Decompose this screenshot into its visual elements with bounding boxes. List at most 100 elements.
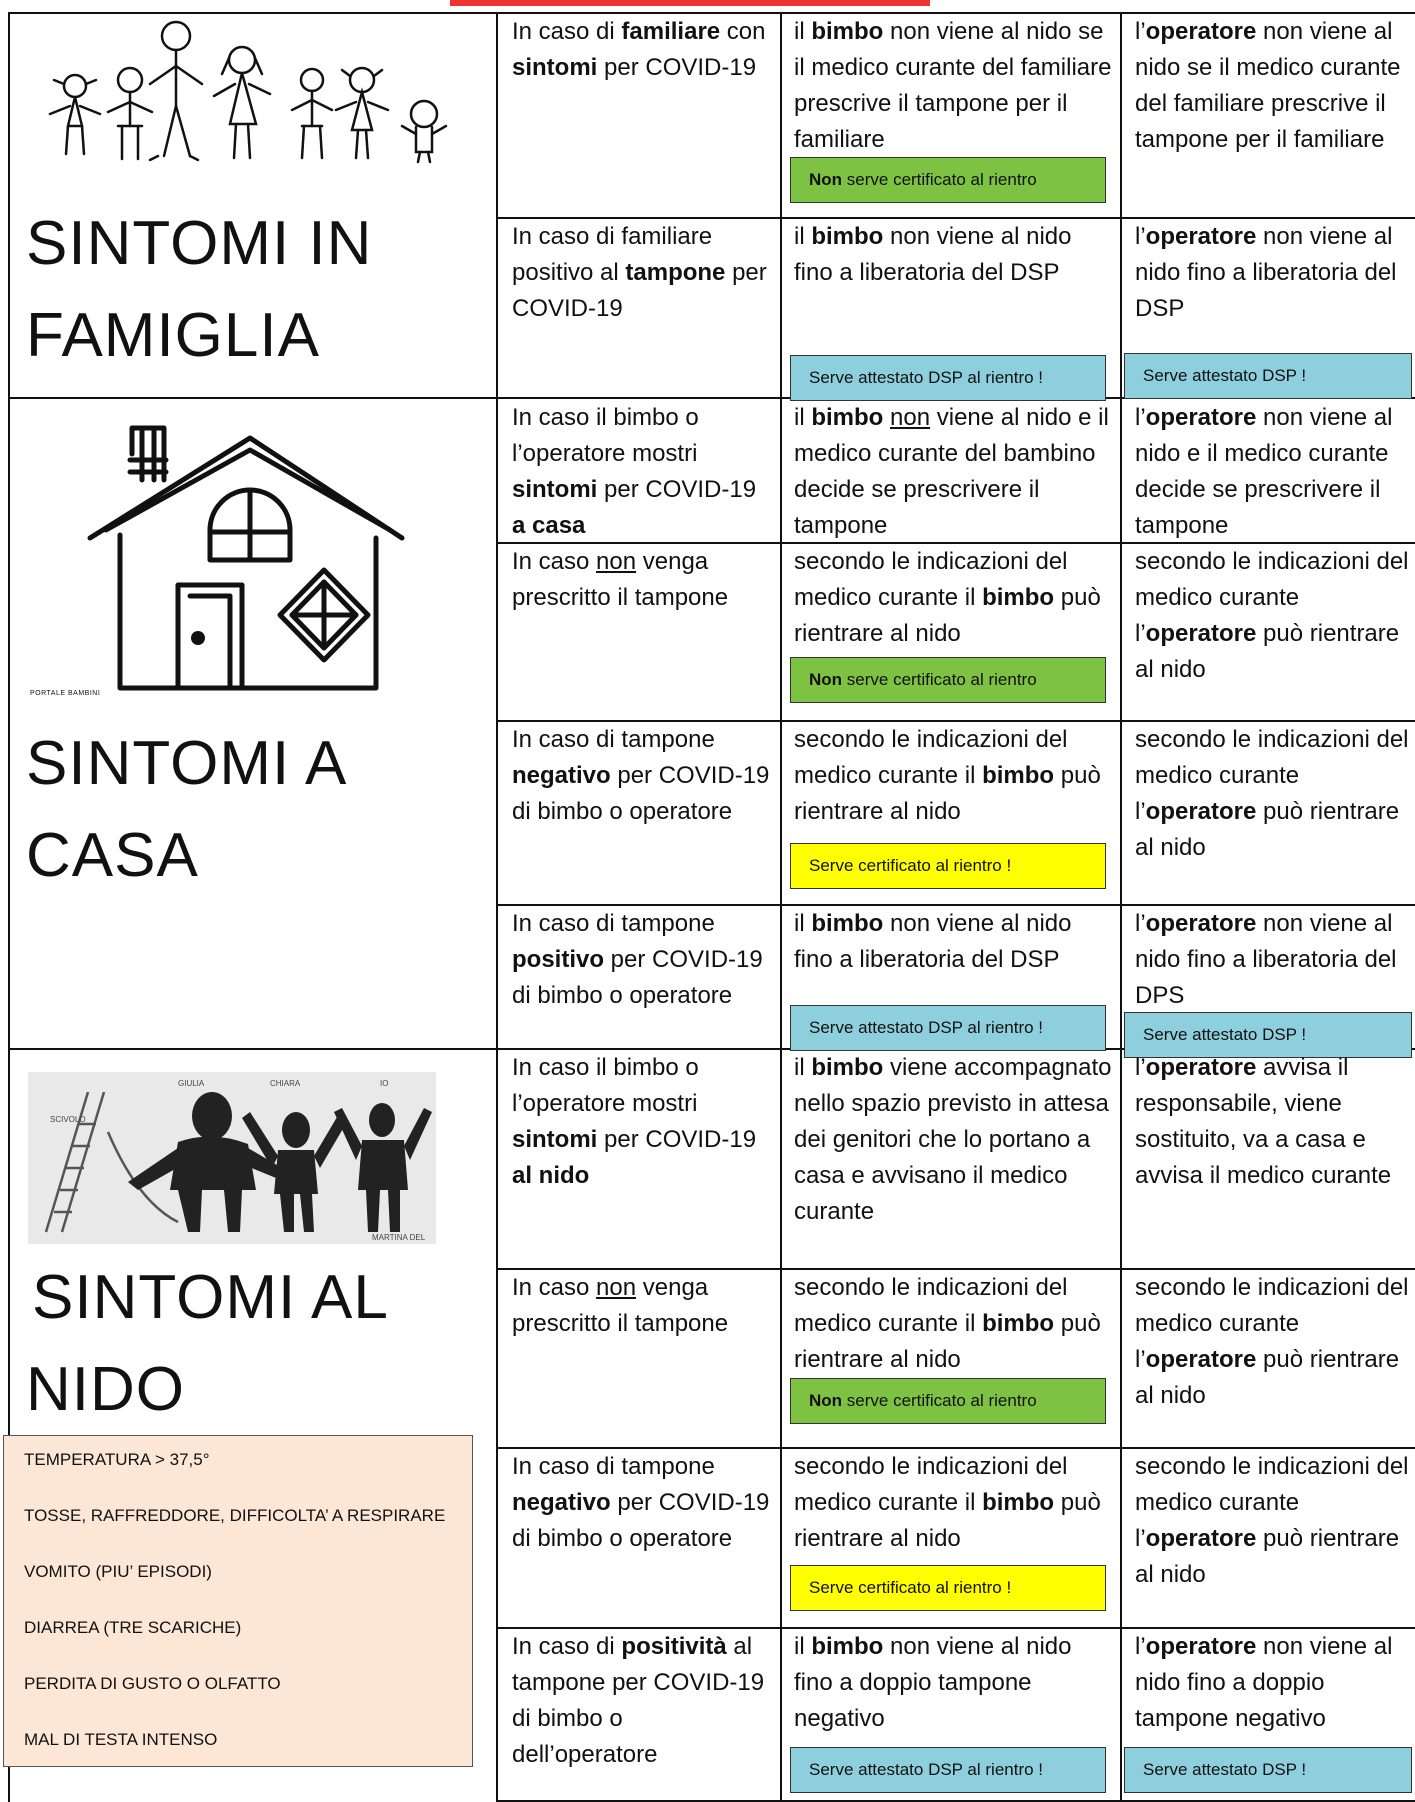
badge-text-fragment: serve certificato al rientro [842, 1391, 1037, 1410]
cell-text-fragment: il [794, 223, 812, 250]
cell-text-fragment: il [794, 1633, 812, 1660]
cell-text-fragment: operatore [1145, 620, 1257, 647]
cell-text-fragment: per COVID-19 di bimbo o operatore [512, 762, 770, 825]
cell-text-fragment: operatore [1145, 910, 1257, 937]
badge-staff-requirement: Serve attestato DSP ! [1124, 1747, 1412, 1793]
badge-text: Serve attestato DSP al rientro ! [809, 1760, 1044, 1779]
cell-child: il bimbo viene accompagnato nello spazio… [794, 1050, 1114, 1230]
cell-staff: l’operatore avvisa il responsabile, vien… [1135, 1050, 1413, 1194]
drawing-label-io: IO [380, 1079, 388, 1088]
cell-text-fragment: avvisa il responsabile, viene sostituito… [1135, 1054, 1392, 1189]
cell-text-fragment: secondo le indicazioni del medico curant… [1135, 1274, 1409, 1373]
cell-child: il bimbo non viene al nido fino a libera… [794, 906, 1114, 978]
cell-case: In caso non venga prescritto il tampone [512, 1270, 774, 1342]
cell-text-fragment: operatore [1145, 1633, 1257, 1660]
badge-text-fragment: serve certificato al rientro [842, 170, 1037, 189]
cell-text-fragment: l’ [1135, 910, 1146, 937]
cell-text-fragment: non viene al nido fino a liberatoria del… [1135, 910, 1397, 1009]
cell-case: In caso di familiare con sintomi per COV… [512, 14, 774, 86]
cell-text-fragment: non viene al nido se il medico curante d… [1135, 18, 1401, 153]
badge-staff-requirement: Serve attestato DSP ! [1124, 353, 1412, 399]
cell-text-fragment: non [596, 548, 637, 575]
cell-staff: l’operatore non viene al nido fino a lib… [1135, 906, 1413, 1014]
cell-text-fragment: operatore [1145, 1525, 1257, 1552]
cell-text-fragment: non viene al nido fino a liberatoria del… [794, 223, 1072, 286]
badge-text-fragment: Non [809, 1391, 843, 1410]
cell-text-fragment: il [794, 1054, 812, 1081]
cell-staff: secondo le indicazioni del medico curant… [1135, 1449, 1413, 1593]
family-drawing [48, 20, 448, 164]
cell-text-fragment: secondo le indicazioni del medico curant… [1135, 1453, 1409, 1552]
cell-text-fragment: per COVID-19 di bimbo o operatore [512, 946, 763, 1009]
cell-text-fragment: non [890, 404, 931, 431]
cell-text-fragment: bimbo [982, 762, 1055, 789]
cell-text-fragment: l’ [1135, 1633, 1146, 1660]
cell-case: In caso il bimbo o l’operatore mostri si… [512, 400, 774, 544]
cell-text-fragment: per COVID-19 [597, 1126, 757, 1153]
cell-text-fragment: bimbo [811, 404, 884, 431]
cell-text-fragment: In caso di [512, 18, 622, 45]
cell-case: In caso di tampone negativo per COVID-19… [512, 1449, 774, 1557]
cell-case: In caso di tampone positivo per COVID-19… [512, 906, 774, 1014]
cell-text-fragment: può rientrare al nido [1135, 798, 1400, 861]
badge-child-requirement: Non serve certificato al rientro [790, 657, 1106, 703]
cell-staff: secondo le indicazioni del medico curant… [1135, 1270, 1413, 1414]
cell-staff: l’operatore non viene al nido se il medi… [1135, 14, 1413, 158]
cell-text-fragment: il [794, 18, 812, 45]
badge-text: Serve attestato DSP ! [1143, 1760, 1307, 1779]
cell-child: il bimbo non viene al nido se il medico … [794, 14, 1114, 158]
symptom-item: MAL DI TESTA INTENSO [24, 1730, 218, 1749]
drawing-label-scivolo: SCIVOLO [50, 1115, 86, 1124]
cell-staff: secondo le indicazioni del medico curant… [1135, 722, 1413, 866]
badge-child-requirement: Serve attestato DSP al rientro ! [790, 1005, 1106, 1051]
section-title-famiglia-line1: SINTOMI IN [26, 209, 373, 278]
cell-text-fragment: In caso il bimbo o l’operatore mostri [512, 404, 699, 467]
cell-text-fragment: non viene al nido e il medico curante de… [1135, 404, 1393, 539]
cell-staff: secondo le indicazioni del medico curant… [1135, 544, 1413, 688]
cell-text-fragment: l’ [1135, 223, 1146, 250]
cell-text-fragment: In caso il bimbo o l’operatore mostri [512, 1054, 699, 1117]
cell-text-fragment: secondo le indicazioni del medico curant… [794, 1453, 1068, 1516]
cell-text-fragment: con [720, 18, 766, 45]
cell-child: secondo le indicazioni del medico curant… [794, 1449, 1114, 1557]
badge-child-requirement: Non serve certificato al rientro [790, 1378, 1106, 1424]
badge-staff-requirement: Serve attestato DSP ! [1124, 1012, 1412, 1058]
cell-text-fragment: operatore [1145, 1346, 1257, 1373]
cell-staff: l’operatore non viene al nido fino a lib… [1135, 219, 1413, 327]
cell-text-fragment: In caso [512, 548, 597, 575]
cell-text-fragment: al tampone per COVID-19 di bimbo o dell’… [512, 1633, 765, 1768]
cell-child: il bimbo non viene al nido fino a libera… [794, 219, 1114, 291]
badge-text: Serve attestato DSP ! [1143, 366, 1307, 385]
drawing-label-signature: MARTINA DEL [372, 1233, 426, 1242]
house-image-caption: PORTALE BAMBINI [30, 690, 101, 697]
cell-text-fragment: può rientrare al nido [794, 1489, 1101, 1552]
cell-text-fragment: per COVID-19 [597, 476, 757, 503]
cell-text-fragment: bimbo [982, 584, 1055, 611]
cell-text-fragment: sintomi [512, 476, 598, 503]
symptom-item: TEMPERATURA > 37,5° [24, 1450, 210, 1469]
cell-text-fragment: operatore [1145, 404, 1257, 431]
drawing-label-giulia: GIULIA [178, 1079, 205, 1088]
cell-text-fragment: bimbo [982, 1310, 1055, 1337]
cell-text-fragment: sintomi [512, 54, 598, 81]
badge-child-requirement: Non serve certificato al rientro [790, 157, 1106, 203]
cell-text-fragment: non [596, 1274, 637, 1301]
cell-case: In caso di positività al tampone per COV… [512, 1629, 774, 1773]
cell-text-fragment: In caso di familiare positivo al [512, 223, 713, 286]
cell-child: il bimbo non viene al nido e il medico c… [794, 400, 1114, 544]
cell-text-fragment: il [794, 404, 812, 431]
cell-text-fragment: familiare [621, 18, 721, 45]
badge-child-requirement: Serve certificato al rientro ! [790, 843, 1106, 889]
cell-text-fragment: viene accompagnato nello spazio previsto… [794, 1054, 1112, 1225]
cell-text-fragment: negativo [512, 762, 611, 789]
cell-text-fragment: operatore [1145, 18, 1257, 45]
cell-text-fragment: bimbo [811, 1633, 884, 1660]
house-drawing [87, 425, 405, 691]
badge-text: Serve certificato al rientro ! [809, 1578, 1012, 1597]
section-title-nido-line2: NIDO [26, 1355, 185, 1424]
badge-child-requirement: Serve attestato DSP al rientro ! [790, 355, 1106, 401]
symptom-item: DIARREA (TRE SCARICHE) [24, 1618, 242, 1637]
cell-text-fragment: bimbo [811, 1054, 884, 1081]
cell-text-fragment: per COVID-19 [597, 54, 757, 81]
badge-text: Serve attestato DSP ! [1143, 1025, 1307, 1044]
